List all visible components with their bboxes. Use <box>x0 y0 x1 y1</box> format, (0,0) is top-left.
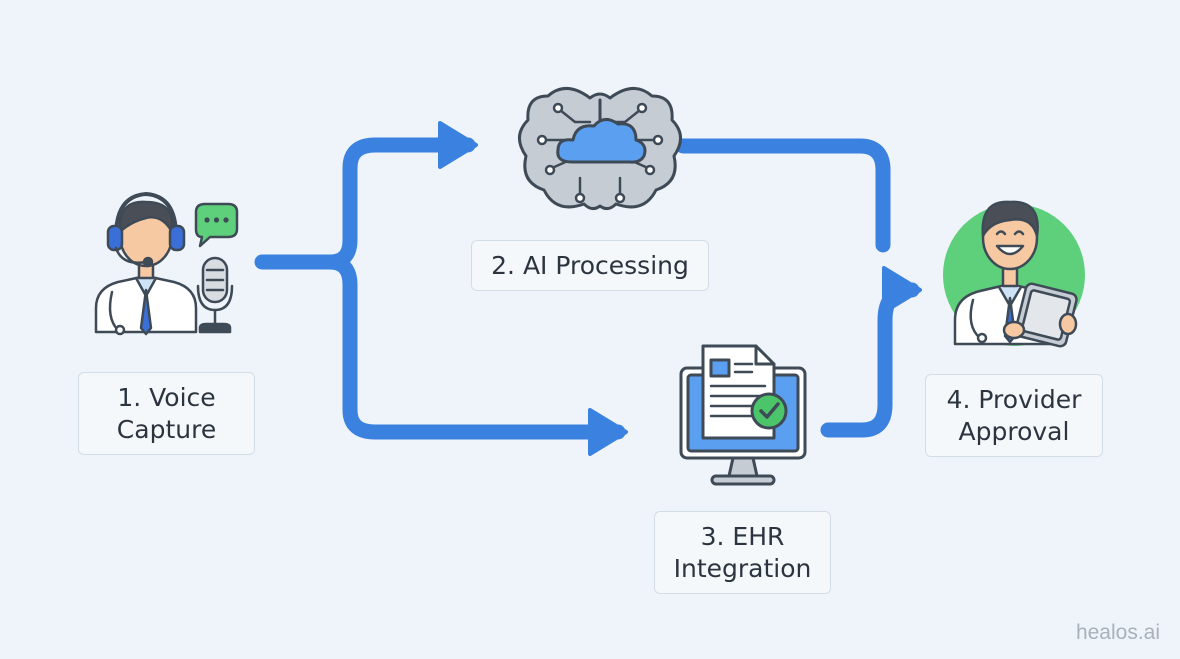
step-box-ehr-integration: 3. EHR Integration <box>654 511 831 594</box>
brain-cloud-icon <box>518 87 682 211</box>
doctor-headset-microphone-icon <box>94 192 239 336</box>
step-box-ai-processing: 2. AI Processing <box>471 240 709 291</box>
arrow-ehr-to-provider <box>820 266 922 438</box>
arrow-to-ai-processing <box>254 121 478 270</box>
watermark: healos.ai <box>1075 621 1160 644</box>
doctor-tablet-icon <box>943 200 1085 348</box>
monitor-document-check-icon <box>679 344 807 486</box>
step-box-voice-capture: 1. Voice Capture <box>78 372 255 455</box>
arrow-to-ehr-integration <box>322 254 628 456</box>
step-box-provider-approval: 4. Provider Approval <box>925 374 1103 457</box>
connector-ai-to-provider <box>675 138 891 253</box>
